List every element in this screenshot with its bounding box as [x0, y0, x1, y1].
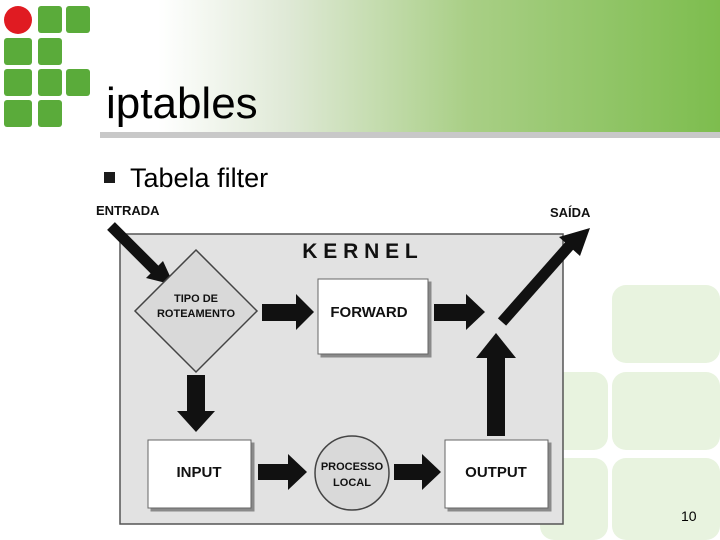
logo-block: [4, 69, 32, 96]
page-number: 10: [681, 508, 697, 524]
logo-block: [38, 100, 62, 127]
bullet-text: Tabela filter: [130, 163, 269, 193]
entrada-label: ENTRADA: [96, 203, 160, 218]
processo-label-line2: LOCAL: [333, 477, 371, 489]
processo-local-circle: [314, 435, 390, 511]
bullet-square-icon: [104, 172, 115, 183]
arrow-tipo-to-input: [177, 375, 215, 432]
header-band: [0, 0, 720, 132]
logo-block: [38, 38, 62, 65]
logo-red-dot: [4, 6, 32, 34]
logo-block: [66, 6, 90, 33]
header-rule: [100, 132, 720, 138]
arrow-tipo-to-forward: [262, 294, 314, 330]
logo-block: [66, 69, 90, 96]
background-tile: [612, 372, 720, 450]
logo: [4, 6, 90, 127]
arrow-forward-to-saida: [434, 294, 485, 330]
saida-label: SAÍDA: [550, 205, 591, 220]
arrow-input-to-processo: [258, 454, 307, 490]
output-label: OUTPUT: [465, 464, 527, 481]
slide-title: iptables: [106, 79, 258, 128]
saida-arrow: [497, 228, 590, 326]
processo-label-line1: PROCESSO: [321, 461, 384, 473]
logo-block: [38, 6, 62, 33]
forward-label: FORWARD: [330, 304, 407, 321]
background-tile: [612, 458, 720, 540]
output-box: [444, 439, 549, 509]
tipo-de-roteamento-diamond: [133, 248, 259, 374]
tipo-label-line1: TIPO DE: [174, 293, 218, 305]
logo-block: [4, 100, 32, 127]
logo-block: [38, 69, 62, 96]
input-label: INPUT: [177, 464, 222, 481]
arrow-processo-to-output: [394, 454, 441, 490]
input-box: [147, 439, 252, 509]
forward-box: [317, 278, 429, 355]
background-tile: [612, 285, 720, 363]
arrow-output-up: [476, 333, 516, 436]
kernel-label: K E R N E L: [302, 240, 418, 263]
tipo-label-line2: ROTEAMENTO: [157, 308, 235, 320]
logo-block: [4, 38, 32, 65]
